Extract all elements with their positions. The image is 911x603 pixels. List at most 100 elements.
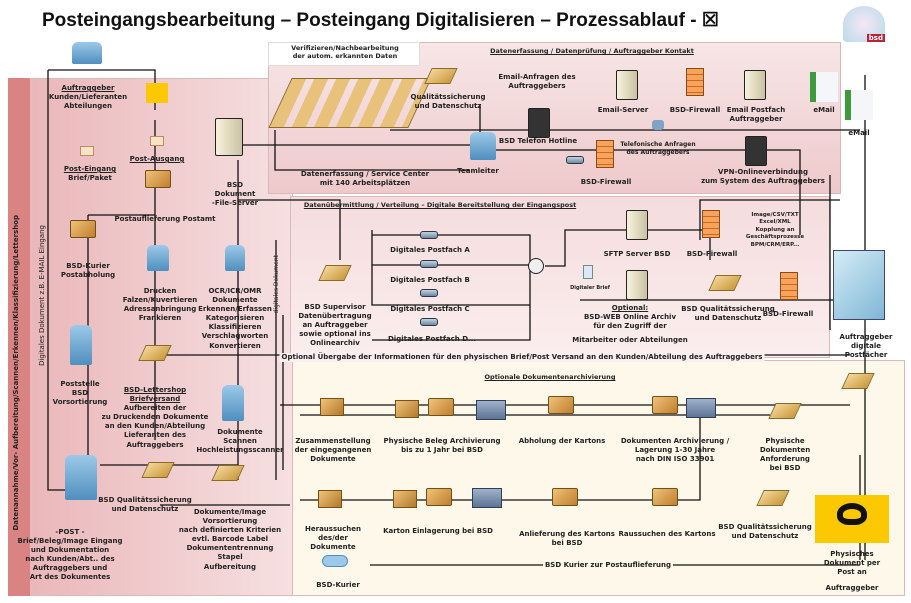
scanner-icon [222, 385, 244, 421]
kurier-line-label: BSD Kurier zur Postauflieferung [542, 561, 674, 571]
customer-building-icon [833, 250, 885, 320]
post-cart-icon [65, 455, 97, 500]
telephone-server-icon [528, 108, 550, 138]
firewall-label: BSD-Firewall [669, 106, 721, 114]
connector [238, 130, 470, 470]
documents-box-icon [318, 490, 342, 508]
left-panel [8, 78, 293, 596]
truck-icon [552, 488, 578, 506]
file-server-icon [215, 118, 243, 156]
digitaler-brief-label: Digitaler Brief [570, 285, 610, 291]
archivierung-label: Dokumenten Archivierung /Lagerung 1-30 J… [620, 437, 730, 464]
teamleiter-icon [470, 132, 496, 160]
auftraggeber-bottom-label: Auftraggeber [825, 584, 879, 592]
left-strip [8, 78, 30, 596]
firewall-icon [702, 210, 720, 238]
connector [545, 199, 840, 301]
truck-icon [548, 396, 574, 414]
abholung-label: Abholung der Kartons [518, 437, 606, 445]
postfach-d-icon [420, 318, 438, 326]
deutsche-post-icon [146, 83, 168, 103]
einlagerung-label: Karton Einlagerung bei BSD [383, 527, 493, 535]
left-vertical-title: Datenannahme/Vor- Aufbereitung/Scannen/E… [12, 215, 20, 531]
email-in-label: eMail [848, 129, 870, 137]
connector [371, 230, 531, 341]
router-icon [566, 156, 584, 164]
mitarbeiter-label: Mitarbeiter oder Abteilungen [572, 336, 688, 344]
deutsche-post-logo-icon [815, 495, 889, 543]
digital-document-vertical: Digitales Dokument z.B. E-MAIL Eingang [38, 225, 46, 366]
email-server-icon [616, 70, 638, 100]
email-server-label: Email-Server [597, 106, 649, 114]
mail-cart-icon [70, 325, 92, 365]
email-receive-icon [845, 90, 873, 120]
postauflieferung-label: Postauflieferung Postamt [114, 215, 216, 223]
email-out-label: eMail [813, 106, 835, 114]
postfach-c-label: Digitales Postfach C [390, 305, 470, 313]
postfach-c-icon [420, 289, 438, 297]
firewall-icon [686, 68, 704, 96]
online-archive-server-icon [626, 270, 648, 300]
workstations-icon [268, 78, 432, 128]
postfach-a-icon [420, 231, 438, 239]
archive-panel [292, 360, 905, 596]
truck-icon [652, 488, 678, 506]
forklift-icon [428, 398, 454, 416]
car-icon [322, 555, 348, 567]
document-icon [583, 265, 593, 279]
postfach-b-label: Digitales Postfach B [390, 276, 470, 284]
middle-section-header: Datenübermittlung / Verteilung – Digital… [303, 201, 577, 209]
printer-operator-icon [147, 245, 169, 271]
postfach-d-label: Digitales Postfach D... [387, 335, 477, 343]
cartons-icon [393, 490, 417, 508]
optional-uebergabe-label: Optional Übergabe der Informationen für … [279, 353, 765, 363]
ocr-operator-icon [225, 245, 245, 271]
firewall-icon [780, 272, 798, 300]
customers-icon [72, 42, 102, 64]
bsd-logo: bsd [843, 6, 885, 42]
top-section-header: Datenerfassung / Datenprüfung / Auftragg… [490, 47, 694, 55]
warehouse-icon [686, 398, 716, 418]
warehouse-icon [472, 488, 502, 508]
connector [300, 414, 861, 566]
firewall-label: BSD-Firewall [762, 310, 814, 318]
envelope-icon [80, 146, 94, 156]
page-title: Posteingangsbearbeitung – Posteingang Di… [42, 10, 719, 31]
documents-box-icon [320, 398, 344, 416]
telephone-icon [652, 120, 664, 130]
verify-box [268, 42, 420, 66]
sftp-label: SFTP Server BSD [603, 250, 671, 258]
bsd-kurier-car-label: BSD-Kurier [316, 581, 360, 589]
archive-section-header: Optionale Dokumentenarchivierung [484, 373, 616, 381]
router-icon [528, 258, 544, 274]
email-postfach-icon [744, 70, 766, 100]
firewall-icon [596, 140, 614, 168]
connector [237, 144, 470, 480]
truck-icon [70, 220, 96, 238]
vpn-server-icon [745, 136, 767, 166]
email-send-icon [810, 72, 838, 102]
